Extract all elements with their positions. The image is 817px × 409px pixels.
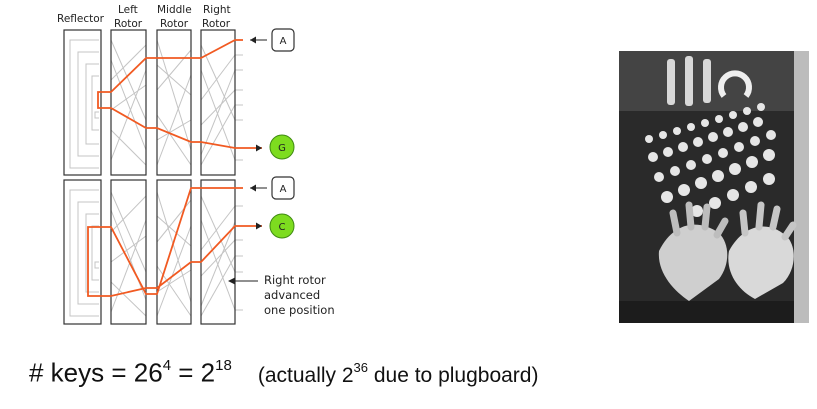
top-input-key-label: A — [280, 36, 287, 47]
formula-exp2: 18 — [215, 357, 232, 374]
top-middle-rotor-box — [156, 29, 192, 176]
top-signal-path — [97, 39, 262, 149]
bottom-input-key — [271, 176, 295, 200]
enigma-photo — [619, 51, 809, 323]
formula-equals: = 2 — [171, 357, 216, 388]
right-rotor-label-2: Rotor — [202, 18, 231, 30]
top-rotor-diagram: A G — [63, 28, 295, 176]
note-line-2: advanced — [264, 288, 320, 302]
top-reflector-box — [63, 29, 102, 176]
bottom-output-key-label: C — [279, 222, 286, 233]
formula-exp1: 4 — [162, 357, 172, 374]
top-right-rotor-box — [200, 29, 236, 176]
note-line-3: one position — [264, 303, 335, 317]
bottom-output-lamp — [269, 213, 295, 239]
bottom-gray-wiring — [69, 189, 243, 317]
left-rotor-label-1: Left — [118, 4, 138, 16]
formula-paren-suffix: due to plugboard) — [368, 363, 539, 387]
key-count-formula: # keys = 264 = 218 (actually 236 due to p… — [29, 352, 538, 392]
formula-paren-exp: 36 — [353, 359, 369, 375]
right-rotor-label-1: Right — [203, 4, 231, 16]
top-input-key — [271, 28, 295, 52]
note-line-1: Right rotor — [264, 273, 326, 287]
bottom-right-rotor-box — [200, 179, 236, 325]
reflector-label: Reflector — [57, 13, 105, 25]
formula-paren: (actually 236 due to plugboard) — [257, 360, 539, 387]
bottom-reflector-box — [63, 179, 102, 325]
formula-prefix: # keys = 26 — [29, 357, 163, 388]
top-output-lamp — [269, 134, 295, 160]
bottom-left-rotor-box — [110, 179, 147, 325]
bottom-rotor-diagram: A C Right rotor advanced one position — [63, 176, 335, 325]
left-rotor-label-2: Rotor — [114, 18, 143, 30]
middle-rotor-label-1: Middle — [157, 4, 192, 16]
formula-paren-prefix: (actually 2 — [257, 363, 354, 387]
bottom-input-key-label: A — [280, 184, 287, 195]
top-left-rotor-box — [110, 29, 147, 176]
middle-rotor-label-2: Rotor — [160, 18, 189, 30]
top-output-key-label: G — [278, 143, 286, 154]
bottom-middle-rotor-box — [156, 179, 192, 325]
bottom-signal-path — [87, 187, 262, 297]
